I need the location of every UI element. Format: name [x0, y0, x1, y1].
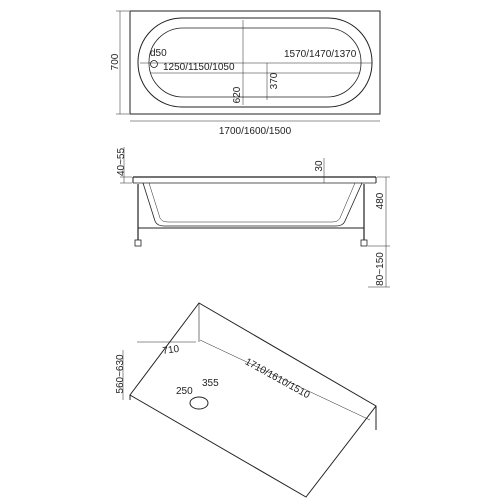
side-view: 40~55 30 480 80~150	[116, 147, 390, 288]
top-view: 700 d50 1250/1150/1050 1570/1470/1370 62…	[110, 10, 381, 137]
depth-label: 710	[162, 344, 180, 357]
box-height-label: 560~630	[115, 354, 126, 394]
drain-label: d50	[150, 48, 167, 59]
dim-line-1710	[199, 339, 371, 421]
drain-offset-label: 370	[269, 72, 280, 89]
outer-inner-length-label: 1570/1470/1370	[284, 49, 357, 60]
drain-icon	[150, 60, 158, 68]
box-view: 710 1710/1610/1510 560~630 250 355	[115, 302, 377, 498]
drain-x-label: 250	[176, 386, 193, 397]
leg-label: 80~150	[375, 252, 386, 286]
drain-icon	[189, 396, 209, 410]
tub-outline-top	[129, 10, 381, 115]
tub-basin-contour	[148, 27, 362, 98]
drain-y-label: 355	[202, 378, 219, 389]
length-label: 1700/1600/1500	[219, 126, 292, 137]
tub-rim-contour	[137, 17, 373, 108]
rim-label: 40~55	[116, 148, 127, 177]
inner-length-label: 1250/1150/1050	[163, 62, 235, 73]
tub-basin-profile	[142, 182, 363, 227]
box-top-face	[129, 302, 377, 498]
width-label: 700	[110, 53, 121, 70]
edge-label: 30	[314, 160, 325, 172]
height-label: 480	[375, 192, 386, 209]
inner-width-label: 620	[232, 86, 243, 103]
